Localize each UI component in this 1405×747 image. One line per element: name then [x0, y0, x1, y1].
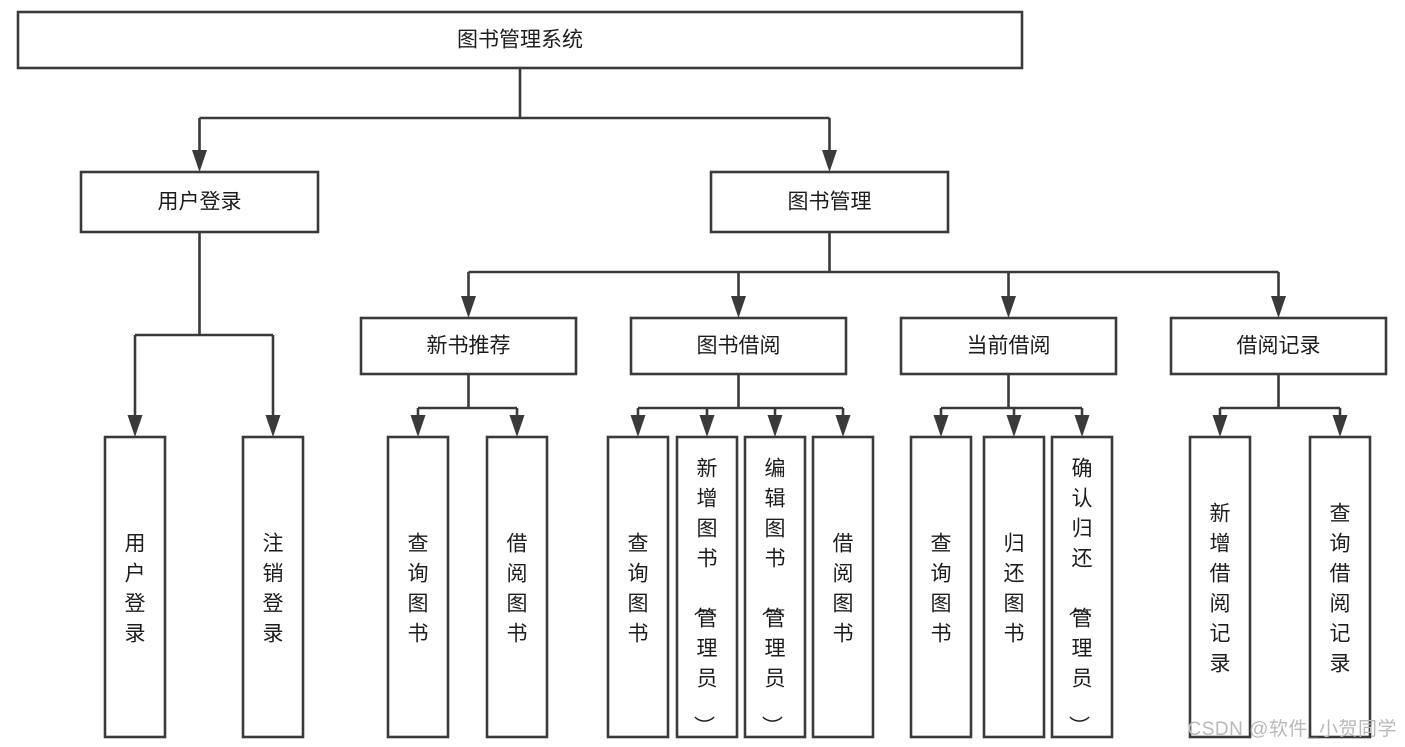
node-leaf-confirm-return[interactable]: 确认归还（管理员） — [1050, 435, 1114, 739]
arrow-head-icon — [731, 296, 746, 318]
node-label-leaf-confirm-return: 确认归还（管理员） — [1067, 457, 1093, 736]
node-label-leaf-borrow-book-1: 借阅图书 — [507, 532, 528, 645]
node-label-leaf-user-login: 用户登录 — [125, 532, 146, 645]
node-label-leaf-borrow-book-2: 借阅图书 — [833, 532, 854, 645]
arrow-head-icon — [1271, 296, 1286, 318]
arrow-head-icon — [630, 415, 646, 437]
node-box-book-borrow[interactable] — [629, 316, 848, 376]
arrow-head-icon — [1006, 415, 1022, 437]
arrow-head-icon — [410, 415, 426, 437]
connector-group-book-manage — [461, 232, 1286, 318]
node-label-leaf-return-book: 归还图书 — [1004, 532, 1025, 645]
node-leaf-borrow-book-2[interactable]: 借阅图书 — [811, 435, 875, 739]
node-box-leaf-edit-book[interactable] — [743, 435, 807, 739]
arrow-head-icon — [835, 415, 851, 437]
node-leaf-user-login[interactable]: 用户登录 — [103, 435, 167, 739]
node-box-leaf-return-book[interactable] — [982, 435, 1046, 739]
node-label-book-manage: 图书管理 — [788, 191, 872, 214]
node-leaf-add-record[interactable]: 新增借阅记录 — [1188, 435, 1252, 739]
node-box-user-login[interactable] — [79, 170, 320, 234]
node-leaf-return-book[interactable]: 归还图书 — [982, 435, 1046, 739]
node-label-borrow-record: 借阅记录 — [1237, 335, 1321, 358]
node-label-leaf-add-record: 新增借阅记录 — [1210, 502, 1231, 675]
node-box-leaf-query-record[interactable] — [1308, 435, 1372, 739]
node-book-borrow[interactable]: 图书借阅 — [629, 316, 848, 376]
node-box-leaf-borrow-book-2[interactable] — [811, 435, 875, 739]
node-leaf-borrow-book-1[interactable]: 借阅图书 — [485, 435, 549, 739]
arrow-head-icon — [1001, 296, 1016, 318]
connector-group-borrow-record — [1212, 374, 1348, 437]
connector-group-new-book-rec — [410, 374, 525, 437]
arrow-head-icon — [822, 150, 837, 172]
node-label-user-login: 用户登录 — [158, 191, 242, 214]
node-label-leaf-query-book-2: 查询图书 — [628, 532, 649, 645]
node-box-leaf-query-book-2[interactable] — [606, 435, 670, 739]
node-leaf-query-record[interactable]: 查询借阅记录 — [1308, 435, 1372, 739]
connector-group-book-borrow — [630, 374, 851, 437]
node-label-leaf-query-book-3: 查询图书 — [931, 532, 952, 645]
node-box-leaf-logout[interactable] — [241, 435, 305, 739]
arrow-head-icon — [461, 296, 476, 318]
node-box-leaf-add-book[interactable] — [675, 435, 739, 739]
arrow-head-icon — [265, 415, 281, 437]
node-user-login[interactable]: 用户登录 — [79, 170, 320, 234]
arrow-head-icon — [127, 415, 143, 437]
arrow-head-icon — [509, 415, 525, 437]
node-box-leaf-user-login[interactable] — [103, 435, 167, 739]
arrow-head-icon — [699, 415, 715, 437]
node-leaf-query-book-3[interactable]: 查询图书 — [909, 435, 973, 739]
node-label-leaf-logout: 注销登录 — [263, 532, 284, 645]
node-box-new-book-rec[interactable] — [359, 316, 578, 376]
connector-group-current-borrow — [933, 374, 1090, 437]
arrow-head-icon — [1332, 415, 1348, 437]
node-new-book-rec[interactable]: 新书推荐 — [359, 316, 578, 376]
node-box-root[interactable] — [16, 10, 1024, 70]
node-box-leaf-confirm-return[interactable] — [1050, 435, 1114, 739]
node-label-leaf-add-book: 新增图书（管理员） — [692, 457, 718, 736]
node-borrow-record[interactable]: 借阅记录 — [1169, 316, 1388, 376]
arrow-head-icon — [1212, 415, 1228, 437]
node-root[interactable]: 图书管理系统 — [16, 10, 1024, 70]
node-box-book-manage[interactable] — [709, 170, 950, 234]
node-box-borrow-record[interactable] — [1169, 316, 1388, 376]
node-box-leaf-borrow-book-1[interactable] — [485, 435, 549, 739]
connector-group-user-login — [127, 232, 281, 437]
node-layer: 图书管理系统用户登录图书管理新书推荐图书借阅当前借阅借阅记录用户登录注销登录查询… — [16, 10, 1388, 739]
node-box-current-borrow[interactable] — [899, 316, 1118, 376]
node-label-leaf-query-record: 查询借阅记录 — [1330, 502, 1351, 675]
node-book-manage[interactable]: 图书管理 — [709, 170, 950, 234]
node-leaf-logout[interactable]: 注销登录 — [241, 435, 305, 739]
arrow-head-icon — [1074, 415, 1090, 437]
node-box-leaf-query-book-1[interactable] — [386, 435, 450, 739]
node-label-leaf-edit-book: 编辑图书（管理员） — [760, 457, 786, 736]
arrow-head-icon — [933, 415, 949, 437]
node-leaf-add-book[interactable]: 新增图书（管理员） — [675, 435, 739, 739]
node-label-leaf-query-book-1: 查询图书 — [408, 532, 429, 645]
node-label-current-borrow: 当前借阅 — [967, 335, 1051, 358]
node-leaf-edit-book[interactable]: 编辑图书（管理员） — [743, 435, 807, 739]
node-leaf-query-book-1[interactable]: 查询图书 — [386, 435, 450, 739]
node-box-leaf-query-book-3[interactable] — [909, 435, 973, 739]
node-label-book-borrow: 图书借阅 — [697, 335, 781, 358]
node-box-leaf-add-record[interactable] — [1188, 435, 1252, 739]
arrow-head-icon — [767, 415, 783, 437]
node-label-new-book-rec: 新书推荐 — [427, 335, 511, 358]
arrow-head-icon — [192, 150, 207, 172]
node-current-borrow[interactable]: 当前借阅 — [899, 316, 1118, 376]
connector-group-root — [192, 68, 837, 172]
node-leaf-query-book-2[interactable]: 查询图书 — [606, 435, 670, 739]
connector-layer — [127, 68, 1348, 437]
node-label-root: 图书管理系统 — [457, 29, 583, 52]
